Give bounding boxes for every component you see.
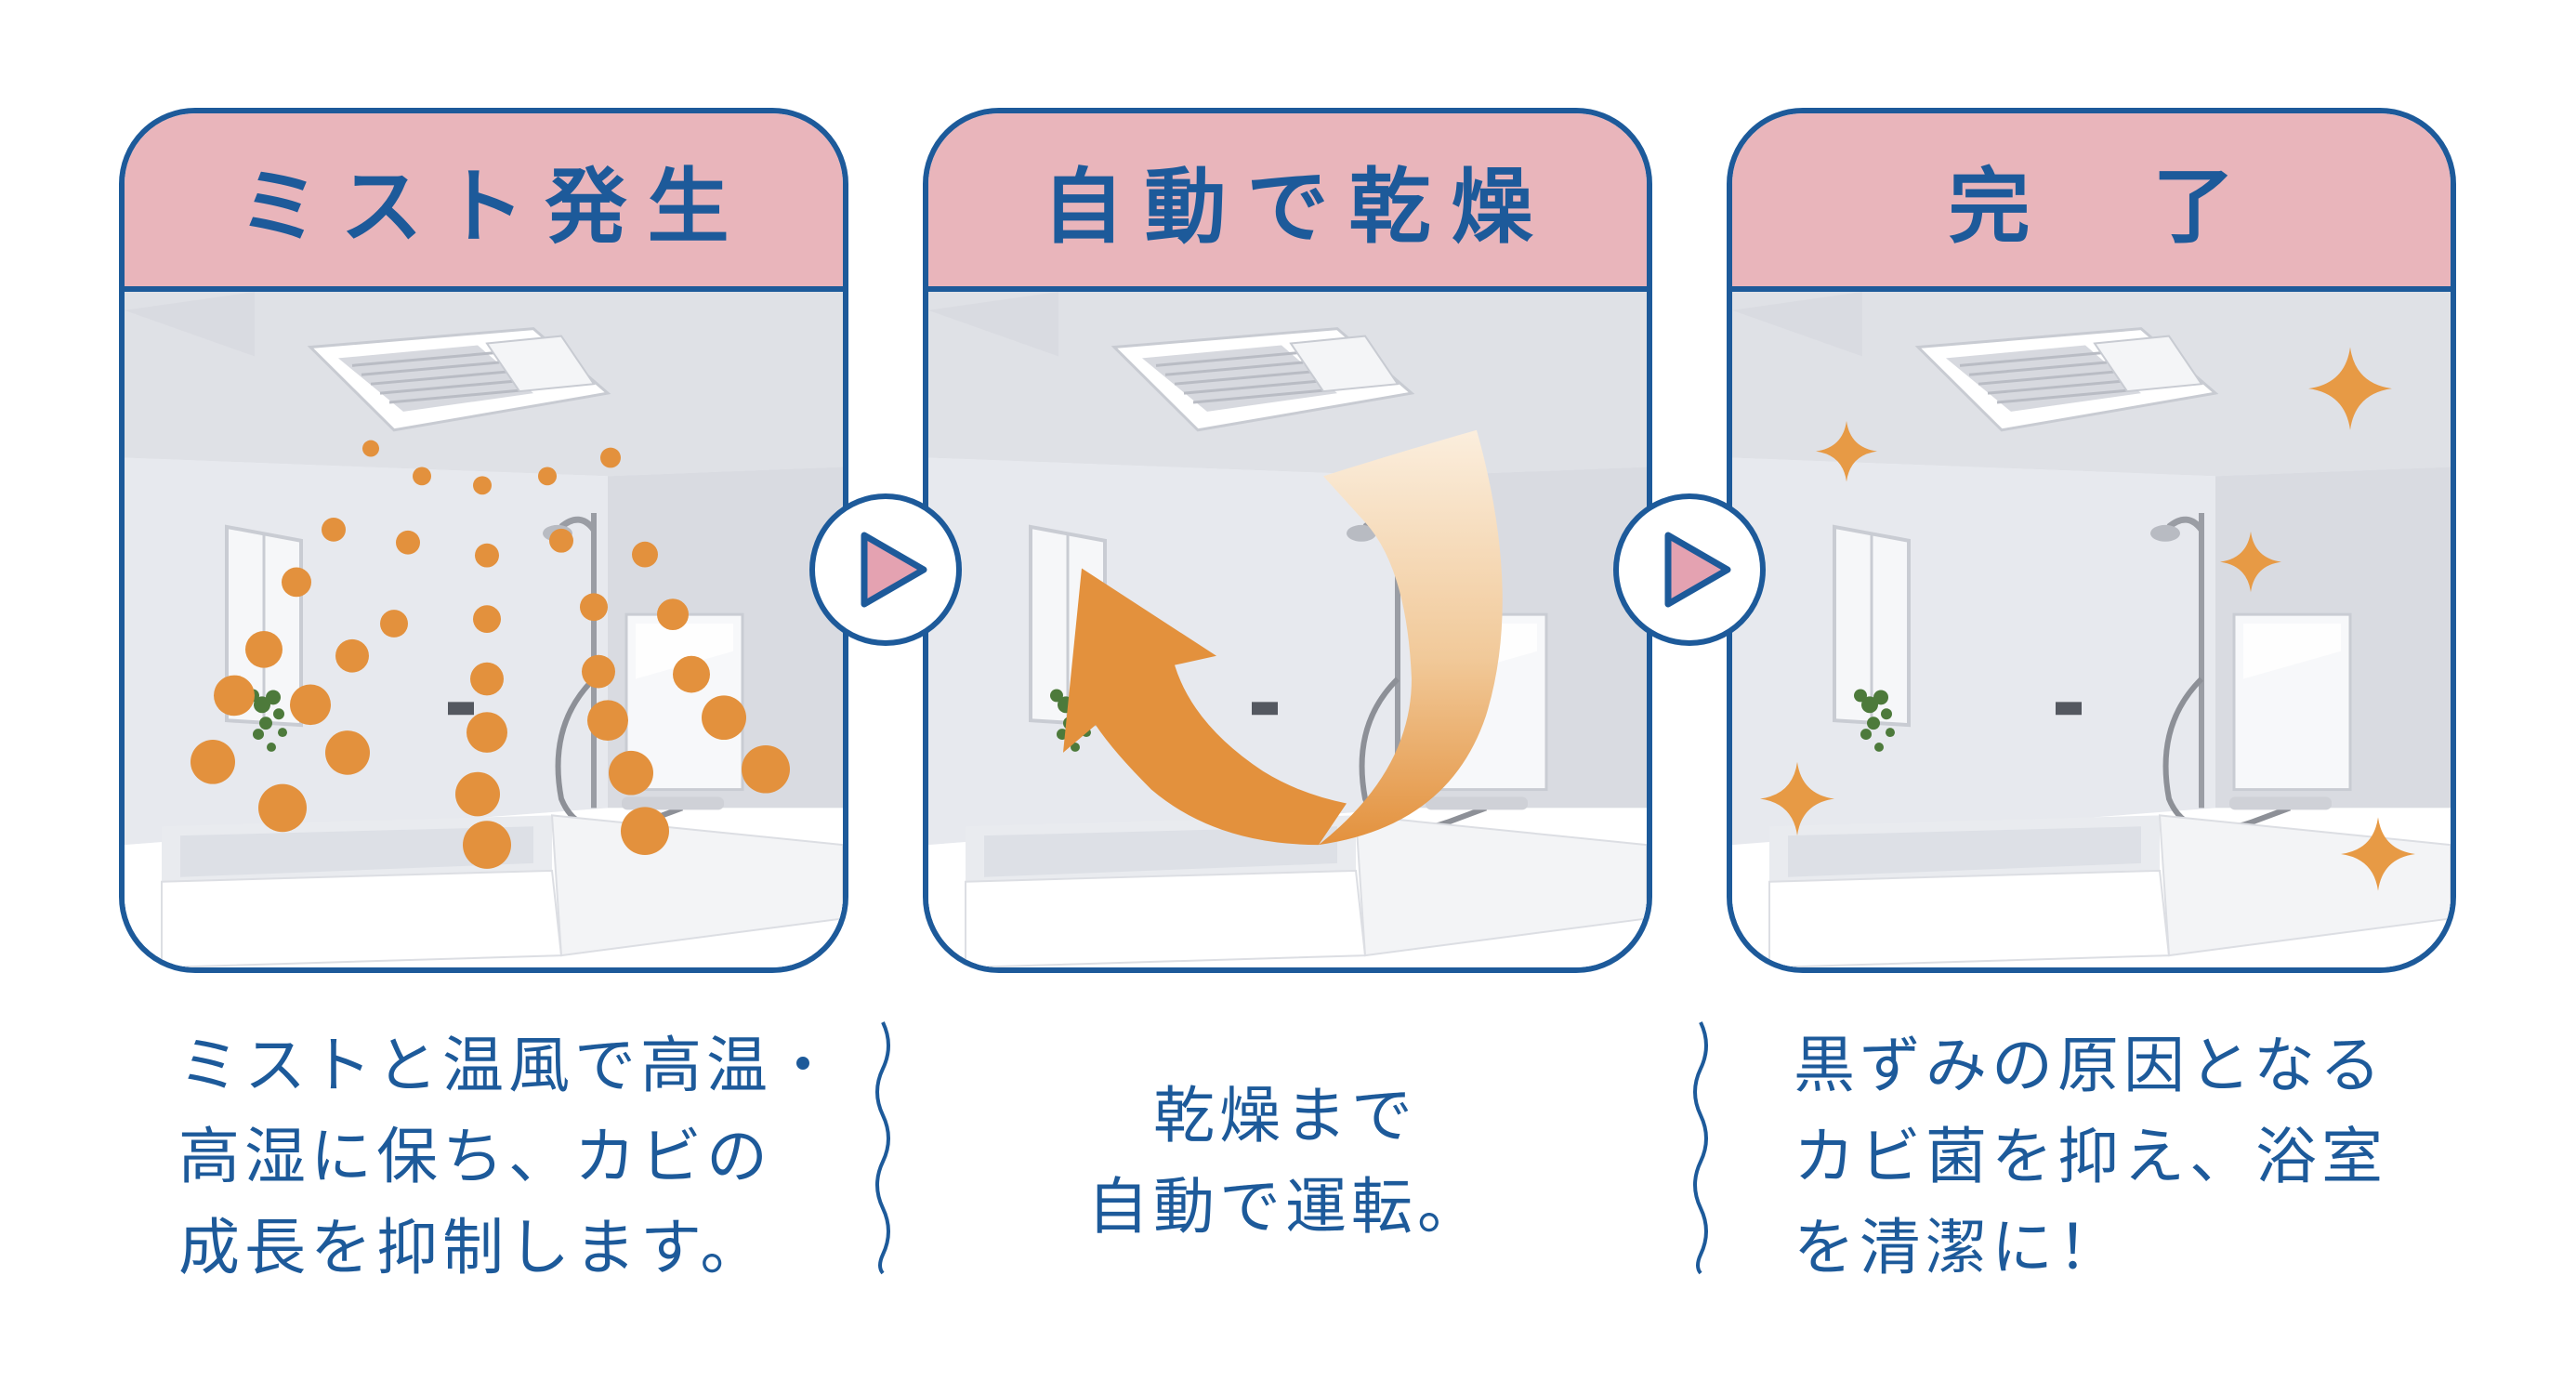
step-title: ミスト発生 (217, 141, 749, 259)
panel-header: 自動で乾燥 (928, 113, 1647, 292)
step-title: 完 了 (1927, 141, 2254, 259)
caption-line: を清潔に！ (1794, 1203, 2500, 1294)
step-caption-dry: 乾燥まで 自動で運転。 (932, 1071, 1638, 1253)
caption-line: カビ菌を抑え、浴室 (1794, 1111, 2500, 1203)
step-panel-complete: 完 了 (1727, 108, 2456, 973)
panel-header: 完 了 (1732, 113, 2451, 292)
wavy-divider-icon (864, 1018, 901, 1278)
panel-header: ミスト発生 (125, 113, 843, 292)
next-step-arrow-icon (1610, 491, 1768, 649)
caption-line: 高湿に保ち、カビの (178, 1111, 885, 1203)
caption-line: 乾燥まで (932, 1071, 1638, 1162)
next-step-arrow-icon (807, 491, 965, 649)
wavy-divider-icon (1682, 1018, 1719, 1278)
caption-line: ミストと温風で高温・ (178, 1020, 885, 1111)
caption-line: 自動で運転。 (932, 1162, 1638, 1253)
bathroom-clean-illustration (1732, 292, 2451, 967)
step-title: 自動で乾燥 (1021, 141, 1553, 259)
caption-line: 黒ずみの原因となる (1794, 1020, 2500, 1111)
step-caption-complete: 黒ずみの原因となる カビ菌を抑え、浴室 を清潔に！ (1794, 1020, 2500, 1294)
caption-line: 成長を抑制します。 (178, 1203, 885, 1294)
step-panel-mist: ミスト発生 (119, 108, 848, 973)
step-caption-mist: ミストと温風で高温・ 高湿に保ち、カビの 成長を抑制します。 (178, 1020, 885, 1294)
bathroom-mist-illustration (125, 292, 843, 967)
bathroom-dry-illustration (928, 292, 1647, 967)
step-panel-dry: 自動で乾燥 (923, 108, 1652, 973)
